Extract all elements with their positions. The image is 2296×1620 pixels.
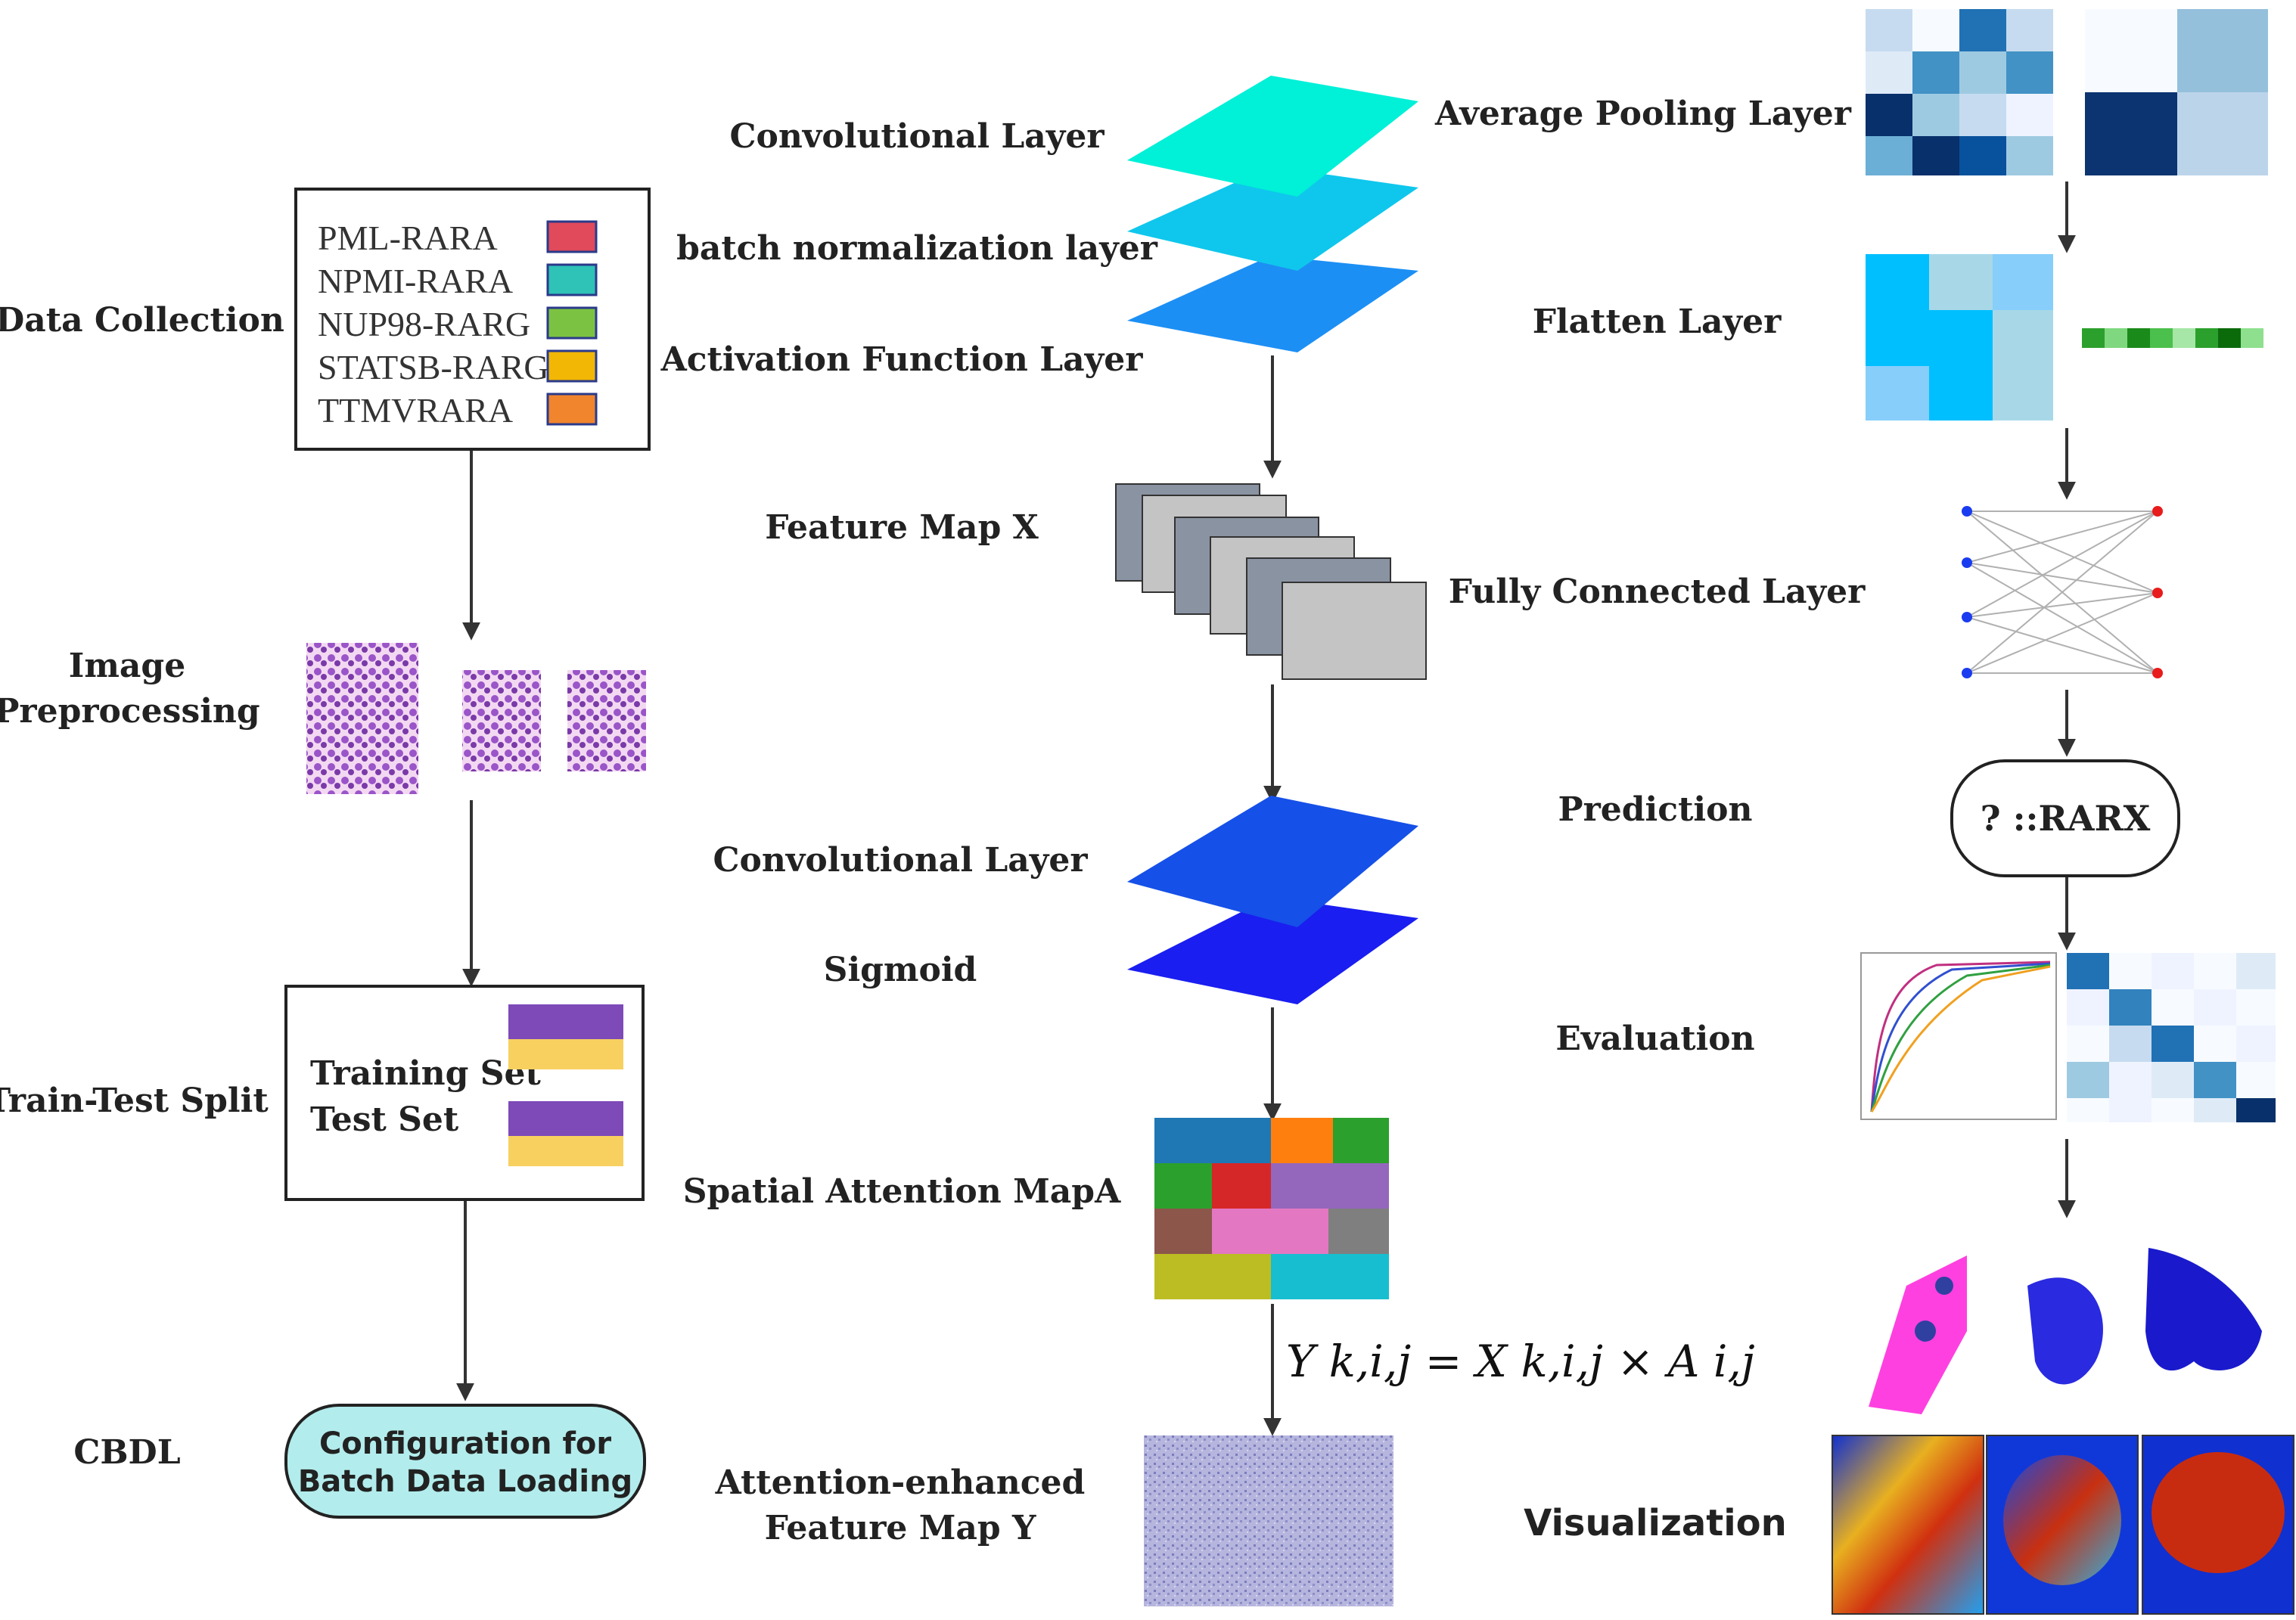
conv-layer-1-plane	[1127, 76, 1418, 197]
legend-label: NUP98-RARG	[318, 305, 530, 343]
data-collection-label: Data Collection	[0, 301, 284, 340]
feature-map-x-stack	[1115, 483, 1427, 680]
roc-curve-plot	[1860, 952, 2057, 1120]
test-set-label: Test Set	[310, 1100, 459, 1139]
legend-swatch	[546, 263, 598, 296]
conv-layer-2-plane	[1127, 796, 1418, 927]
legend-label: TTMVRARA	[318, 391, 513, 430]
flatten-label: Flatten Layer	[1533, 303, 1782, 341]
avg-pooling-output-grid	[2085, 9, 2268, 175]
legend-label: PML-RARA	[318, 219, 498, 257]
prediction-label: Prediction	[1558, 790, 1753, 829]
training-sample-stain	[508, 1004, 623, 1039]
activation-label: Activation Function Layer	[660, 340, 1144, 379]
heatmap-visualizations	[1832, 1435, 2294, 1615]
visualization-label: Visualization	[1524, 1502, 1787, 1544]
fully-connected-network	[1962, 506, 2163, 678]
confusion-matrix	[2067, 953, 2276, 1122]
attention-enhanced-label-line2: Feature Map Y	[765, 1509, 1036, 1547]
sigmoid-label: Sigmoid	[824, 951, 977, 989]
feature-map-x-label: Feature Map X	[765, 508, 1039, 547]
config-box-line1: Configuration for	[319, 1426, 611, 1461]
config-box	[284, 1404, 646, 1519]
sigmoid-layer-plane	[1127, 897, 1418, 1004]
flatten-input-grid	[1866, 254, 2053, 421]
legend-swatch	[546, 393, 598, 426]
conv-layer-2-label: Convolutional Layer	[713, 841, 1088, 880]
image-preprocessing-label-line1: Image	[69, 647, 185, 685]
attention-enhanced-feature-map	[1144, 1435, 1393, 1606]
attention-enhanced-label-line1: Attention-enhanced	[715, 1463, 1086, 1502]
legend-swatch	[546, 220, 598, 253]
prediction-box	[1950, 759, 2180, 877]
legend-label: STATSB-RARG	[318, 348, 549, 386]
batch-norm-label: batch normalization layer	[676, 229, 1158, 268]
cbdl-label: CBDL	[73, 1433, 180, 1472]
attention-formula: Y k,i,j = X k,i,j × A i,j	[1286, 1336, 1755, 1387]
fully-connected-label: Fully Connected Layer	[1449, 573, 1866, 611]
avg-pooling-label: Average Pooling Layer	[1434, 95, 1852, 133]
legend-label: NPMI-RARA	[318, 262, 513, 300]
batch-norm-layer-plane	[1127, 166, 1418, 271]
train-test-split-label: Train-Test Split	[0, 1082, 269, 1120]
legend-swatch	[546, 306, 598, 340]
blood-smear-image-3	[567, 670, 646, 771]
spatial-attention-map	[1154, 1118, 1389, 1299]
evaluation-label: Evaluation	[1555, 1019, 1754, 1058]
prediction-box-text: ? ::RARX	[1981, 798, 2151, 839]
training-set-label: Training Set	[310, 1054, 541, 1093]
config-box-line2: Batch Data Loading	[298, 1464, 632, 1499]
avg-pooling-input-grid	[1866, 9, 2053, 175]
legend: PML-RARA NPMI-RARA NUP98-RARG STATSB-RARG TT…	[318, 219, 598, 430]
stained-cell-images	[1861, 1248, 2262, 1422]
conv-layer-1-label: Convolutional Layer	[729, 117, 1105, 156]
legend-swatch	[546, 349, 598, 383]
activation-layer-plane	[1127, 256, 1418, 352]
blood-smear-image-1	[306, 643, 418, 794]
spatial-attention-label: Spatial Attention MapA	[683, 1172, 1121, 1211]
flatten-output-vector	[2082, 328, 2263, 348]
blood-smear-image-2	[462, 670, 541, 771]
test-sample-stain	[508, 1101, 623, 1136]
image-preprocessing-label-line2: Preprocessing	[0, 692, 260, 731]
